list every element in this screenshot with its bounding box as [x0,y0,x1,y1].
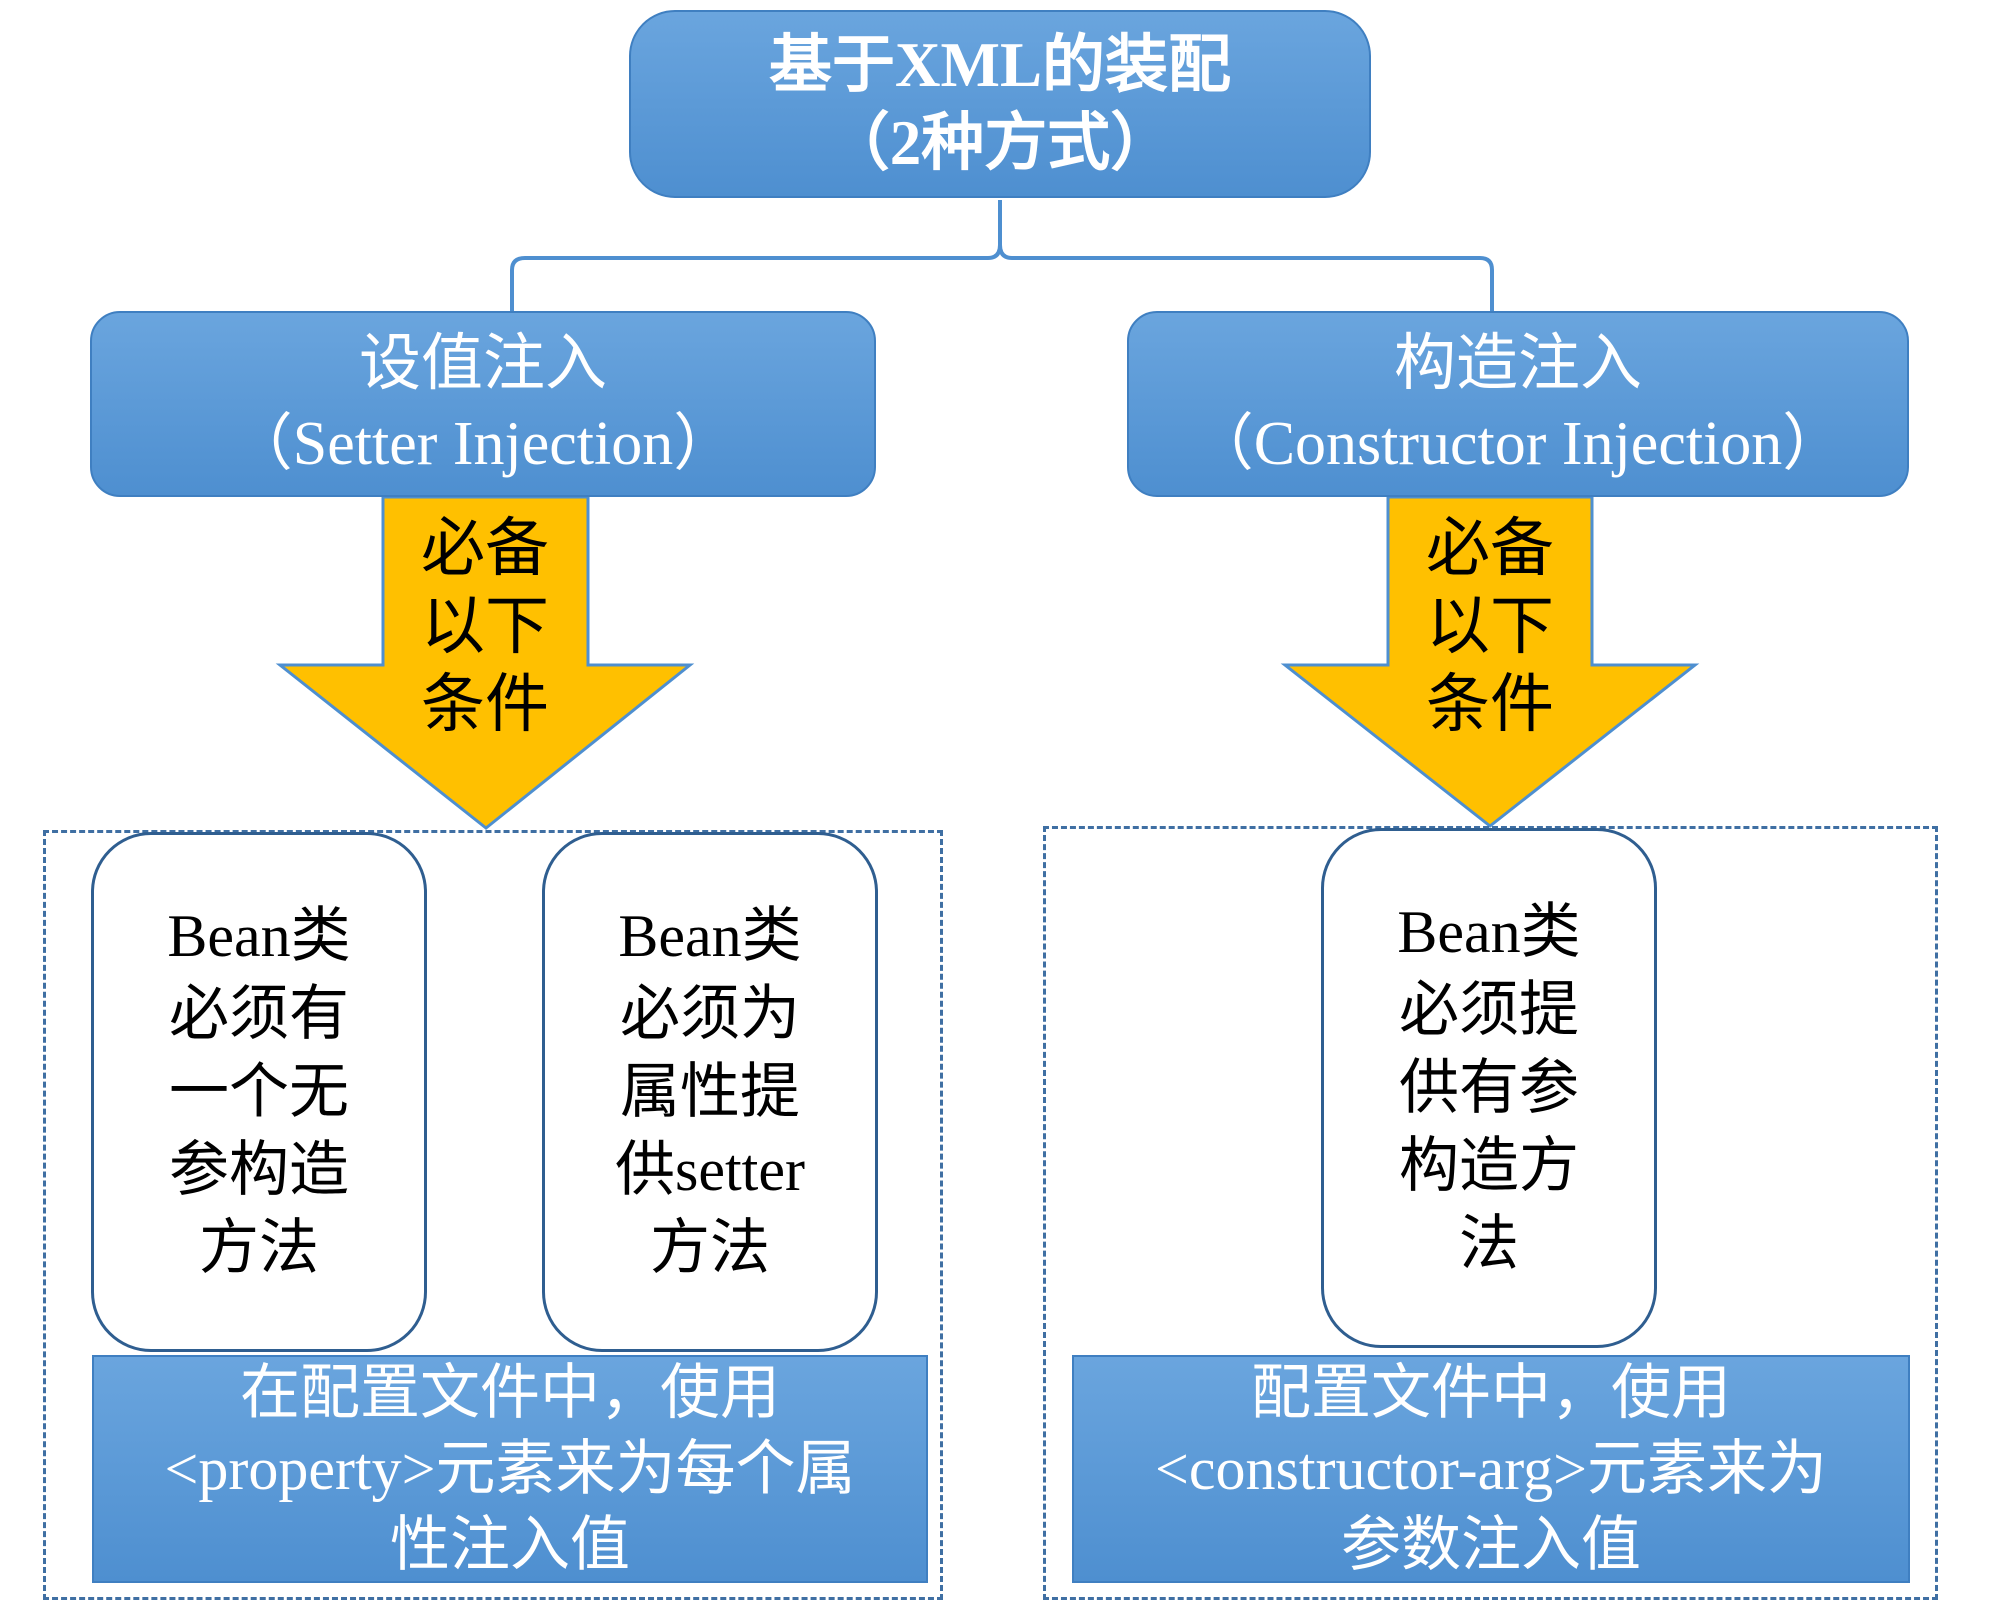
setter-conditions-group [43,830,943,1600]
config-line: <constructor-arg>元素来为 [1155,1436,1827,1502]
condition-line: 法 [1459,1211,1519,1277]
setter-arrow-label: 必备 以下 条件 [400,510,570,744]
root-subtitle: （2种方式） [826,108,1174,178]
constructor-config-bar: 配置文件中，使用 <constructor-arg>元素来为 参数注入值 [1072,1355,1910,1583]
config-line: 参数注入值 [1341,1512,1641,1578]
root-connector [510,200,1494,311]
setter-condition-setter-methods: Bean类 必须为 属性提 供setter 方法 [542,832,878,1352]
condition-line: 必须有 [169,981,349,1047]
condition-line: Bean类 [618,903,802,969]
condition-line: 构造方 [1399,1133,1579,1199]
setter-injection-subtitle: （Setter Injection） [230,410,736,478]
constructor-arrow-label: 必备 以下 条件 [1405,510,1575,744]
condition-line: 属性提 [620,1059,800,1125]
constructor-injection-node: 构造注入 （Constructor Injection） [1127,311,1909,497]
condition-line: 一个无 [169,1059,349,1125]
config-line: 在配置文件中，使用 [240,1360,780,1426]
setter-arrow-line: 以下 [421,591,549,662]
constructor-injection-subtitle: （Constructor Injection） [1191,410,1845,478]
config-line: <property>元素来为每个属 [164,1436,856,1502]
setter-arrow-line: 条件 [421,669,549,740]
setter-config-bar: 在配置文件中，使用 <property>元素来为每个属 性注入值 [92,1355,928,1583]
condition-line: Bean类 [167,903,351,969]
constructor-arrow-line: 条件 [1426,669,1554,740]
setter-condition-no-arg-constructor: Bean类 必须有 一个无 参构造 方法 [91,832,427,1352]
constructor-arrow-line: 以下 [1426,591,1554,662]
constructor-down-arrow [1280,495,1700,828]
condition-line: Bean类 [1397,899,1581,965]
setter-arrow-line: 必备 [421,513,549,584]
root-title: 基于XML的装配 [769,30,1231,100]
constructor-arrow-line: 必备 [1426,513,1554,584]
condition-line: 必须为 [620,981,800,1047]
condition-line: 必须提 [1399,977,1579,1043]
constructor-condition-parameterized-constructor: Bean类 必须提 供有参 构造方 法 [1321,828,1657,1348]
condition-line: 供setter [615,1137,805,1203]
condition-line: 方法 [199,1215,319,1281]
config-line: 性注入值 [390,1512,630,1578]
condition-line: 方法 [650,1215,770,1281]
root-node: 基于XML的装配 （2种方式） [629,10,1371,198]
condition-line: 参构造 [169,1137,349,1203]
condition-line: 供有参 [1399,1055,1579,1121]
constructor-injection-title: 构造注入 [1393,330,1642,398]
setter-injection-title: 设值注入 [358,330,607,398]
constructor-conditions-group [1043,826,1938,1600]
config-line: 配置文件中，使用 [1251,1360,1731,1426]
setter-down-arrow [275,495,695,830]
setter-injection-node: 设值注入 （Setter Injection） [90,311,876,497]
